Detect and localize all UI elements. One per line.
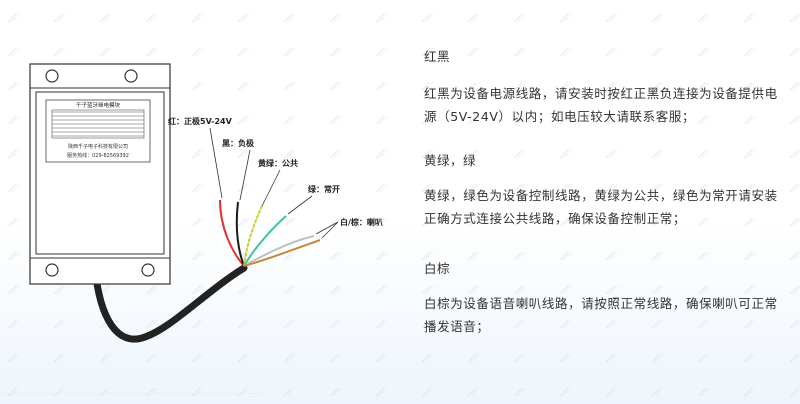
section-body-red-black: 红黑为设备电源线路，请安装时按红正黑负连接为设备提供电源（5V-24V）以内；如… — [424, 86, 778, 124]
wiring-diagram: 千子蓝牙继电模块 陕西千子电子科技有限公司 服务热线：029-82569392 … — [29, 63, 383, 343]
black-wire — [235, 201, 245, 267]
white-brown-wire-label: 白/棕：喇叭 — [340, 217, 383, 227]
label-plate — [45, 99, 151, 163]
footer-divider — [0, 393, 264, 394]
white-wire — [243, 235, 315, 267]
section-body-yellow-green: 黄绿，绿色为设备控制线路，黄绿为公共，绿色为常开请安装正确方式连接公共线路，确保… — [424, 188, 778, 226]
red-wire-label: 红：正极5V-24V — [168, 116, 233, 126]
mount-hole-bottom-left — [45, 263, 59, 277]
leader-lines — [209, 127, 339, 239]
brown-wire — [243, 239, 321, 267]
green-wire — [243, 215, 287, 267]
device-title: 千子蓝牙继电模块 — [76, 101, 121, 109]
yellow-green-wire-base — [243, 205, 263, 267]
mount-hole-top-left — [45, 69, 59, 83]
red-wire — [219, 199, 245, 267]
device-enclosure: 千子蓝牙继电模块 陕西千子电子科技有限公司 服务热线：029-82569392 — [29, 63, 171, 285]
section-title-red-black: 红黑 — [424, 49, 451, 64]
green-wire-label: 绿：常开 — [308, 184, 340, 194]
label-stripes — [51, 109, 145, 139]
mount-hole-bottom-right — [141, 263, 155, 277]
device-company: 陕西千子电子科技有限公司 — [68, 143, 128, 150]
device-phone: 服务热线：029-82569392 — [67, 152, 129, 159]
main-cable — [91, 264, 248, 343]
mount-hole-top-right — [124, 69, 138, 83]
black-wire-label: 黑：负极 — [222, 138, 254, 148]
section-title-yellow-green: 黄绿，绿 — [424, 153, 477, 168]
yellow-green-wire-label: 黄绿：公共 — [258, 158, 298, 168]
section-title-white-brown: 白棕 — [424, 261, 451, 276]
wires — [219, 199, 321, 267]
section-body-white-brown: 白棕为设备语音喇叭线路，请按照正常线路，确保喇叭可正常播发语音； — [424, 296, 778, 334]
